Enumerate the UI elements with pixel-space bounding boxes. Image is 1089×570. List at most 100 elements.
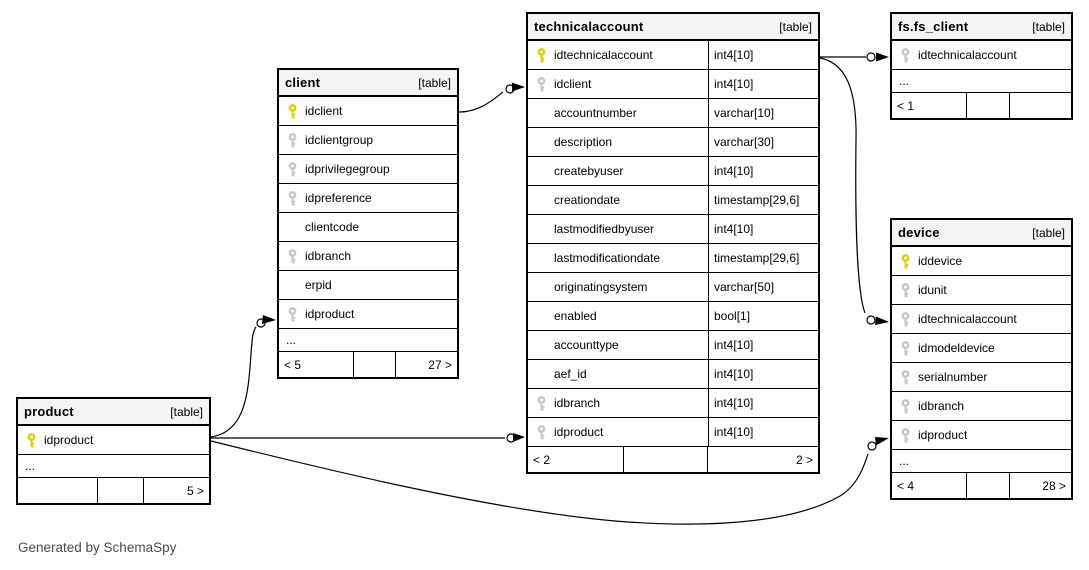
table-title-technicalaccount[interactable]: technicalaccount: [534, 19, 644, 34]
column-name-label: idbranch: [554, 396, 601, 410]
column-name-label: idproduct: [305, 307, 355, 321]
table-title-client[interactable]: client: [285, 75, 321, 90]
column-name-label: idmodeldevice: [918, 341, 995, 355]
column-row-clientcode: clientcode: [279, 213, 457, 242]
column-name: description: [528, 128, 708, 156]
primary-key-icon: [288, 103, 296, 118]
primary-key-slot: [286, 103, 298, 119]
table-node-client[interactable]: client [table] idclient idclientgroup idpriv…: [277, 68, 459, 379]
zero-circle-marker: [505, 84, 515, 94]
footer-degree-right: 2 >: [795, 452, 813, 467]
column-name-label: idunit: [918, 283, 947, 297]
column-row-idproduct: idproduct: [892, 421, 1071, 450]
column-type: int4[10]: [708, 157, 818, 185]
table-type-tag: [table]: [418, 75, 451, 90]
column-name: idmodeldevice: [892, 334, 1071, 362]
column-name: aef_id: [528, 360, 708, 388]
column-row-idbranch: idbranch: [892, 392, 1071, 421]
table-title-fs_client[interactable]: fs.fs_client: [898, 19, 969, 34]
foreign-key-slot: [535, 424, 547, 440]
foreign-key-slot: [535, 395, 547, 411]
zero-circle-marker: [866, 315, 876, 325]
client-header: client [table]: [279, 70, 457, 97]
relationship-line: [210, 326, 257, 438]
column-name-label: createbyuser: [554, 164, 624, 178]
foreign-key-icon: [901, 311, 909, 326]
column-name-label: lastmodifiedbyuser: [554, 222, 655, 236]
column-name: idtechnicalaccount: [528, 41, 708, 69]
column-name: idproduct: [279, 300, 457, 328]
column-name: serialnumber: [892, 363, 1071, 391]
fs_client-header: fs.fs_client [table]: [892, 14, 1071, 41]
ellipsis-row: ...: [279, 329, 457, 352]
table-type-tag: [table]: [1032, 19, 1065, 34]
column-name: iddevice: [892, 247, 1071, 275]
column-type: int4[10]: [708, 331, 818, 359]
column-name-label: creationdate: [554, 193, 621, 207]
column-name: idproduct: [892, 421, 1071, 449]
foreign-key-icon: [901, 427, 909, 442]
column-name: idprivilegegroup: [279, 155, 457, 183]
relationship-line: [458, 91, 504, 113]
ellipsis-label: ...: [286, 333, 297, 347]
column-name-label: idclientgroup: [305, 133, 374, 147]
column-name-label: iddevice: [918, 254, 963, 268]
ellipsis-row: ...: [892, 450, 1071, 473]
column-name-label: idclient: [305, 104, 343, 118]
column-name: accounttype: [528, 331, 708, 359]
table-title-product[interactable]: product: [24, 404, 74, 419]
column-name: originatingsystem: [528, 273, 708, 301]
column-name: idbranch: [279, 242, 457, 270]
footer-degree-mid: [98, 478, 145, 503]
column-name: idbranch: [892, 392, 1071, 420]
technicalaccount-header: technicalaccount[table]: [528, 14, 818, 41]
column-name-label: idbranch: [305, 249, 352, 263]
foreign-key-icon: [901, 340, 909, 355]
foreign-key-icon: [288, 306, 296, 321]
arrowhead-icon: [875, 316, 889, 325]
foreign-key-slot: [899, 340, 911, 356]
column-name: idclientgroup: [279, 126, 457, 154]
column-name: idclient: [279, 97, 457, 125]
footer-degree-mid: [354, 352, 397, 377]
column-row-idtechnicalaccount: idtechnicalaccount: [892, 305, 1071, 334]
ellipsis-label: ...: [25, 459, 36, 473]
column-type: timestamp[29,6]: [708, 186, 818, 214]
foreign-key-slot: [535, 76, 547, 92]
column-name-label: idclient: [554, 77, 592, 91]
table-node-fs-fs-client[interactable]: fs.fs_client[table]idtechnicalaccount...…: [890, 12, 1073, 120]
column-name: idclient: [528, 70, 708, 98]
product-header: product [table]: [18, 399, 209, 426]
table-node-technicalaccount[interactable]: technicalaccount[table]idtechnicalaccoun…: [526, 12, 820, 474]
foreign-key-icon: [288, 161, 296, 176]
column-row-idproduct: idproduct: [18, 426, 209, 455]
table-title-device[interactable]: device: [898, 225, 940, 240]
fs_client-footer: < 1: [892, 93, 1071, 118]
column-name-label: idtechnicalaccount: [554, 48, 653, 62]
table-node-product[interactable]: product[table]idproduct...5 >: [16, 397, 211, 505]
column-name-label: accountnumber: [554, 106, 637, 120]
relationship-product-client: [210, 315, 276, 438]
footer-degree-left: < 4: [892, 473, 968, 498]
column-row-idclientgroup: idclientgroup: [279, 126, 457, 155]
column-type: int4[10]: [708, 418, 818, 446]
table-type-tag: [table]: [170, 404, 203, 419]
foreign-key-icon: [288, 248, 296, 263]
arrowhead-icon: [875, 437, 889, 446]
column-row-erpid: erpid: [279, 271, 457, 300]
column-row-serialnumber: serialnumber: [892, 363, 1071, 392]
primary-key-slot: [899, 253, 911, 269]
primary-key-slot: [25, 432, 37, 448]
column-name-label: idproduct: [918, 428, 968, 442]
ellipsis-row: ...: [892, 70, 1071, 93]
